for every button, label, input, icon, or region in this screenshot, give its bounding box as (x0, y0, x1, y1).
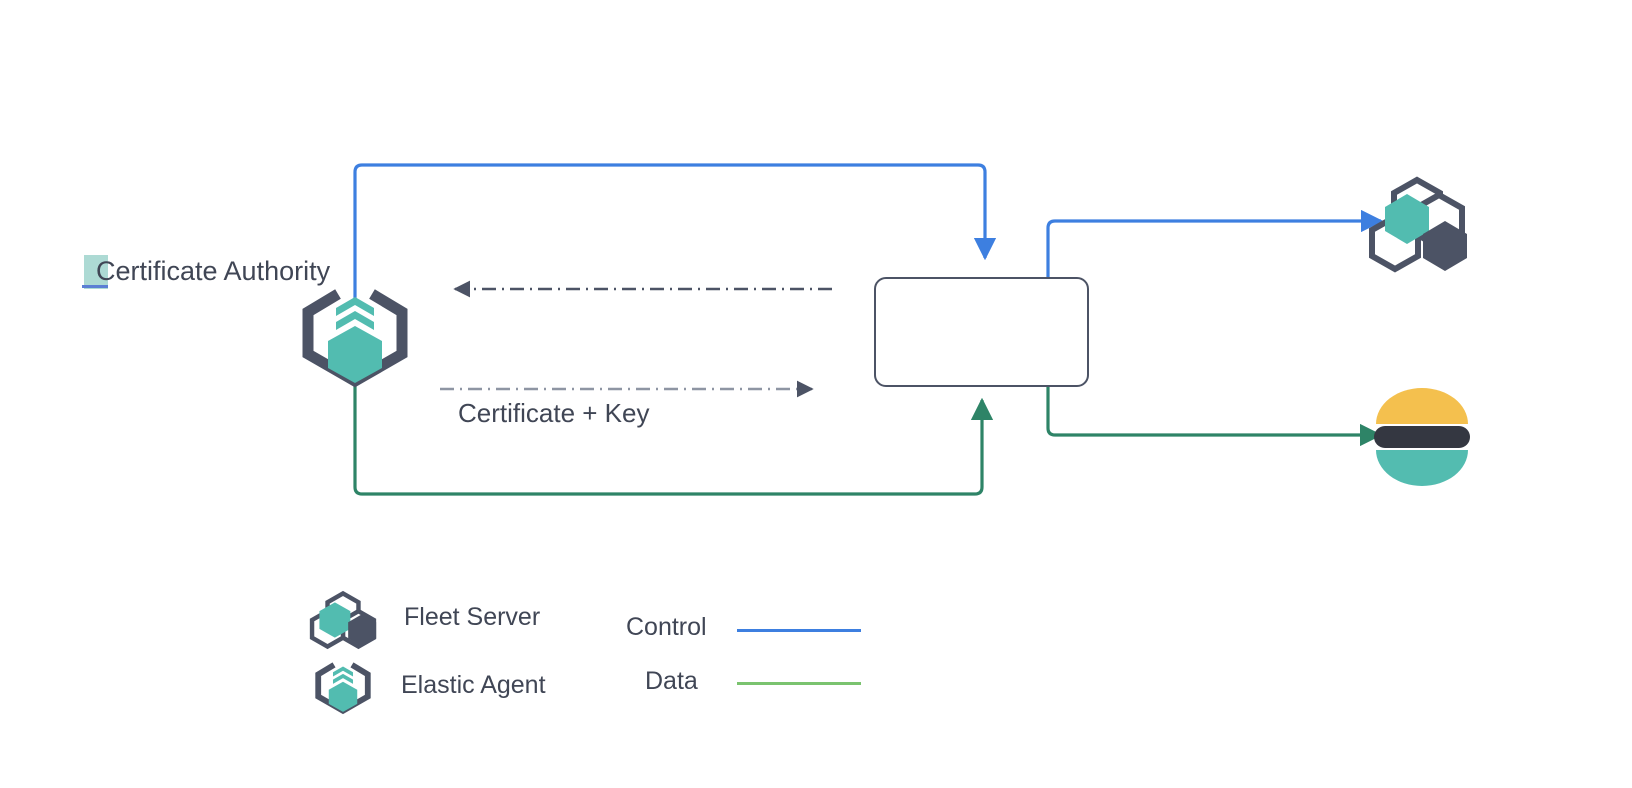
elastic-agent-icon (302, 289, 408, 388)
elasticsearch-icon (1374, 388, 1470, 486)
fleet-server-icon (309, 590, 377, 650)
data-edge-proxy-to-elasticsearch (1046, 387, 1383, 447)
certificate-authority-highlight (84, 255, 108, 289)
legend-label-control: Control (626, 613, 707, 641)
legend-label-data: Data (645, 667, 698, 695)
certificate-key-label: Certificate + Key (458, 398, 650, 428)
fleet-server-node[interactable] (1369, 175, 1471, 273)
legend-line-control (737, 629, 861, 632)
legend-icon-elastic-agent (314, 657, 372, 715)
legend-line-data (737, 682, 861, 685)
legend-icon-fleet-server (307, 590, 379, 650)
legend-label-elastic-agent: Elastic Agent (401, 671, 546, 699)
elasticsearch-node[interactable] (1372, 388, 1472, 486)
certificate-authority-underline (82, 285, 108, 288)
proxy-server-node[interactable] (874, 277, 1089, 387)
elastic-agent-icon (315, 662, 371, 715)
fleet-server-icon (1369, 176, 1467, 273)
certificate-authority-node[interactable] (300, 280, 410, 388)
control-edge-proxy-to-fleet (1046, 209, 1384, 277)
legend-label-fleet-server: Fleet Server (404, 603, 541, 631)
certificate-authority-label: Certificate Authority (96, 256, 331, 286)
